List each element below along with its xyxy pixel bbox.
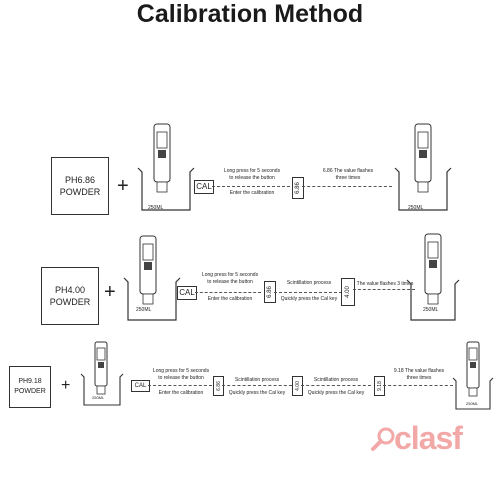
beaker-with-meter-icon: [394, 123, 452, 211]
step-instruction: Quickly press the Cal key: [280, 296, 338, 302]
plus-sign: +: [117, 175, 129, 197]
beaker-volume-label: 250ML: [423, 307, 439, 313]
step-text: Long press for 5 seconds: [201, 272, 259, 278]
step-instruction: 9.18 The value flashes three times: [384, 368, 454, 382]
flow-line: [195, 292, 261, 293]
step-instruction: Scintillation process: [234, 377, 280, 383]
beaker-volume-label: 250ML: [408, 205, 424, 211]
step-text: to release the button: [229, 175, 275, 181]
step-instruction: Quickly press the Cal key: [228, 390, 286, 396]
step-instruction: Scintillation process: [286, 280, 332, 286]
magnifier-icon: [371, 427, 395, 451]
page-title: Calibration Method: [136, 0, 364, 28]
step-text: three times: [406, 375, 432, 381]
beaker-with-meter-icon: [406, 233, 460, 321]
beaker-with-meter-icon: [137, 123, 195, 211]
step-text: three times: [335, 175, 361, 181]
beaker-volume-label: 250ML: [92, 395, 105, 400]
powder-box-ph400: PH4.00 POWDER: [41, 267, 99, 325]
logo-text: clasf: [394, 420, 463, 456]
powder-label: POWDER: [59, 187, 101, 197]
beaker-volume-label: 250ML: [136, 307, 152, 313]
step-instruction: Long press for 5 seconds to release the …: [148, 368, 214, 382]
meter-display-value: 6.86: [213, 376, 224, 396]
cal-button: CAL: [194, 180, 214, 194]
powder-box-ph686: PH6.86 POWDER: [51, 157, 109, 215]
step-instruction: Enter the calibration: [207, 296, 253, 302]
powder-label: POWDER: [14, 388, 46, 395]
plus-sign: +: [61, 377, 71, 394]
step-instruction: Long press for 5 seconds to release the …: [196, 272, 264, 286]
step-text: to release the button: [158, 375, 204, 381]
step-instruction: Enter the calibration: [229, 190, 275, 196]
step-text: Long press for 5 seconds: [152, 368, 210, 374]
plus-sign: +: [104, 281, 116, 303]
step-text: Long press for 5 seconds: [223, 168, 281, 174]
flow-line: [301, 385, 371, 386]
meter-display-value: 4.00: [341, 278, 355, 306]
flow-line: [274, 292, 342, 293]
beaker-with-meter-icon: [80, 341, 124, 406]
step-instruction: Long press for 5 seconds to release the …: [212, 168, 292, 182]
meter-display-value: 9.18: [374, 376, 385, 396]
flow-line: [383, 385, 453, 386]
step-instruction: Quickly press the Cal key: [307, 390, 365, 396]
step-text: 9.18 The value flashes: [393, 368, 445, 374]
flow-line: [353, 289, 415, 290]
powder-label: PH9.18: [18, 378, 42, 385]
flow-line: [222, 385, 292, 386]
flow-line: [302, 186, 392, 187]
cal-button: CAL: [131, 380, 150, 392]
step-text: 6.86 The value flashes: [322, 168, 374, 174]
step-instruction: Enter the calibration: [158, 390, 204, 396]
step-instruction: 6.86 The value flashes three times: [305, 168, 391, 182]
flow-line: [148, 385, 212, 386]
powder-label: POWDER: [49, 297, 91, 307]
step-text: to release the button: [207, 279, 253, 285]
beaker-with-meter-icon: [123, 235, 181, 321]
meter-display-value: 4.00: [292, 376, 303, 396]
beaker-volume-label: 250ML: [466, 401, 479, 406]
flow-line: [212, 186, 290, 187]
powder-label: PH6.86: [64, 175, 96, 185]
step-instruction: Scintillation process: [313, 377, 359, 383]
powder-box-ph918: PH9.18 POWDER: [9, 366, 51, 408]
meter-display-value: 6.86: [292, 177, 304, 199]
step-instruction: The value flashes 3 times: [356, 281, 414, 287]
beaker-volume-label: 250ML: [148, 205, 164, 211]
powder-label: PH4.00: [54, 285, 86, 295]
beaker-with-meter-icon: [452, 341, 494, 410]
watermark-logo: clasf: [370, 420, 480, 460]
cal-button: CAL: [177, 286, 197, 300]
